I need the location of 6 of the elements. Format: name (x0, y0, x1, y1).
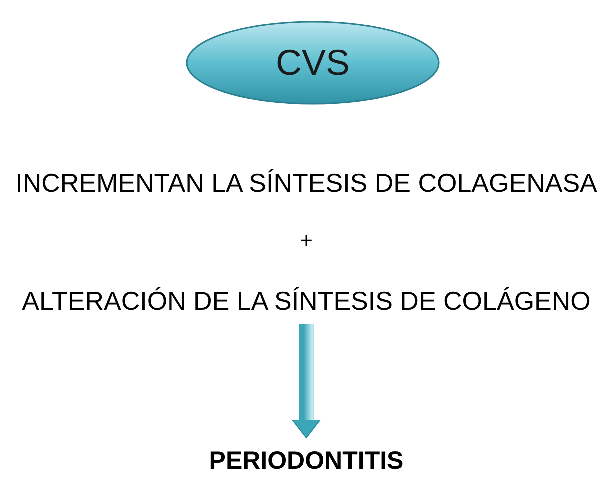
result-text: PERIODONTITIS (209, 447, 404, 476)
ellipse-label: CVS (276, 42, 350, 84)
statement-text: INCREMENTAN LA SÍNTESIS DE COLAGENASA (16, 168, 598, 198)
statement-text: ALTERACIÓN DE LA SÍNTESIS DE COLÁGENO (22, 286, 591, 317)
plus-sign: + (299, 228, 314, 254)
down-arrow (292, 324, 321, 438)
